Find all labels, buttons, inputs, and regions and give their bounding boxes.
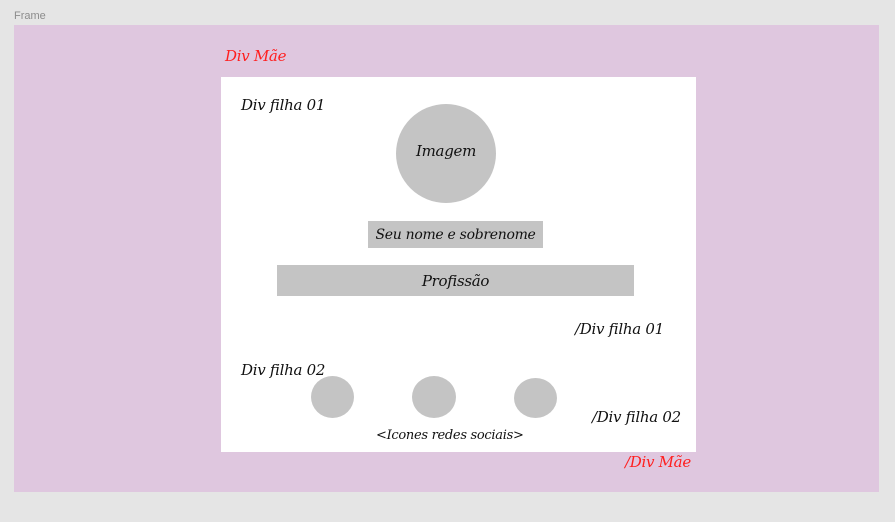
div-mae-open-label: Div Mãe [225,47,287,65]
div-filha-02-close-label: /Div filha 02 [592,408,681,426]
div-mae-close-label: /Div Mãe [625,453,691,471]
div-filha-01-close-label: /Div filha 01 [575,320,664,338]
social-icon-placeholder-1 [311,376,354,418]
name-placeholder: Seu nome e sobrenome [368,221,543,248]
profession-placeholder-label: Profissão [421,271,490,290]
profession-placeholder: Profissão [277,265,634,296]
div-filha-01-open-label: Div filha 01 [241,96,326,114]
social-icon-placeholder-2 [412,376,456,418]
social-icons-caption: <Icones redes sociais> [376,428,524,443]
div-mae-card: Div filha 01 Imagem Seu nome e sobrenome… [221,77,696,452]
frame-label: Frame [14,10,46,22]
profile-image-placeholder: Imagem [396,104,496,203]
social-icon-placeholder-3 [514,378,557,418]
name-placeholder-label: Seu nome e sobrenome [375,226,536,243]
profile-image-label: Imagem [416,142,476,160]
div-filha-02-open-label: Div filha 02 [241,361,326,379]
